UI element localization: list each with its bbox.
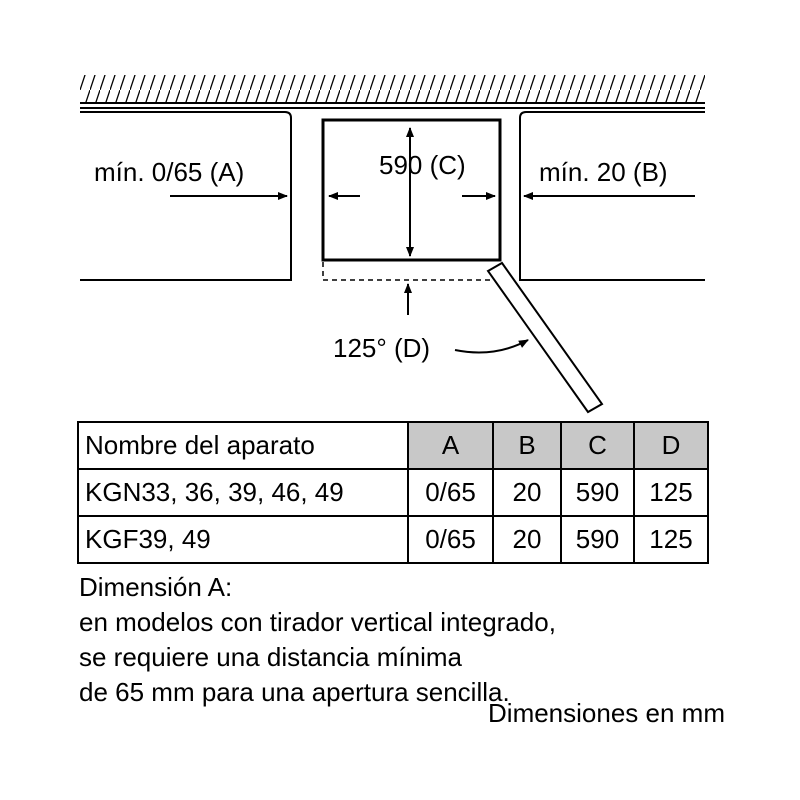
open-door bbox=[486, 261, 604, 414]
dimensions-table: Nombre del aparato A B C D KGN33, 36, 39… bbox=[77, 421, 709, 564]
header-b: B bbox=[492, 421, 562, 470]
row-value-b: 20 bbox=[492, 468, 562, 517]
units-caption: Dimensiones en mm bbox=[488, 698, 725, 728]
header-c: C bbox=[560, 421, 635, 470]
row-value-c: 590 bbox=[560, 515, 635, 564]
left-cabinet bbox=[80, 111, 292, 281]
ceiling-hatch bbox=[80, 75, 705, 109]
note-line: se requiere una distancia mínima bbox=[79, 642, 462, 672]
label-dimension-c: 590 (C) bbox=[379, 150, 466, 180]
note-line: en modelos con tirador vertical integrad… bbox=[79, 607, 556, 637]
table-row: KGF39, 49 0/65 20 590 125 bbox=[77, 515, 709, 564]
label-gap-a: mín. 0/65 (A) bbox=[94, 157, 244, 187]
row-value-c: 590 bbox=[560, 468, 635, 517]
row-model-name: KGN33, 36, 39, 46, 49 bbox=[77, 468, 409, 517]
header-appliance-name: Nombre del aparato bbox=[77, 421, 409, 470]
row-model-name: KGF39, 49 bbox=[77, 515, 409, 564]
table-row: KGN33, 36, 39, 46, 49 0/65 20 590 125 bbox=[77, 468, 709, 517]
dimension-a-note: Dimensión A: en modelos con tirador vert… bbox=[79, 570, 729, 710]
header-a: A bbox=[407, 421, 494, 470]
note-line: de 65 mm para una apertura sencilla. bbox=[79, 677, 510, 707]
label-gap-b: mín. 20 (B) bbox=[539, 157, 668, 187]
row-value-d: 125 bbox=[633, 468, 709, 517]
row-value-b: 20 bbox=[492, 515, 562, 564]
row-value-a: 0/65 bbox=[407, 468, 494, 517]
row-value-d: 125 bbox=[633, 515, 709, 564]
note-line: Dimensión A: bbox=[79, 572, 233, 602]
row-value-a: 0/65 bbox=[407, 515, 494, 564]
appliance-body bbox=[321, 118, 502, 262]
header-d: D bbox=[633, 421, 709, 470]
table-header-row: Nombre del aparato A B C D bbox=[77, 421, 709, 470]
installation-diagram: mín. 0/65 (A) 590 (C) mín. 20 (B) 125° (… bbox=[80, 75, 705, 414]
label-angle-d: 125° (D) bbox=[333, 333, 430, 363]
angle-d-curved-arrow bbox=[454, 339, 529, 354]
right-cabinet bbox=[519, 111, 705, 281]
closed-door-dashed-line bbox=[322, 262, 498, 281]
